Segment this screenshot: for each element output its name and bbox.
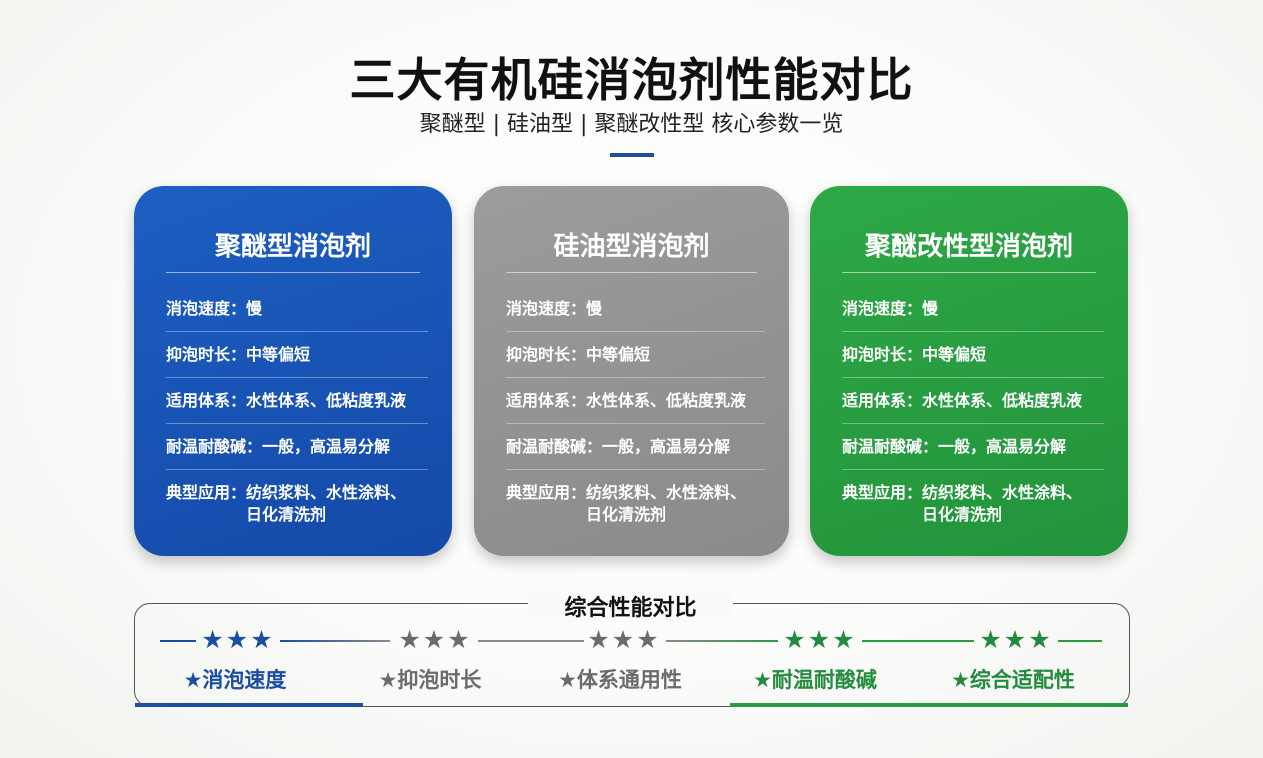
row-defoam-speed: 消泡速度：慢 [506, 286, 765, 332]
row-value: 水性体系、低粘度乳液 [922, 391, 1083, 410]
row-label: 耐温耐酸碱： [166, 437, 263, 456]
card-rows: 消泡速度：慢 抑泡时长：中等偏短 适用体系：水性体系、低粘度乳液 耐温耐酸碱：一… [842, 286, 1104, 537]
row-label: 典型应用： [166, 483, 247, 502]
row-value: 一般，高温易分解 [262, 437, 391, 456]
star-rating: ★★★ [398, 625, 472, 654]
row-suppress-duration: 抑泡时长：中等偏短 [166, 332, 428, 378]
row-value: 水性体系、低粘度乳液 [246, 391, 407, 410]
row-label: 典型应用： [506, 483, 587, 502]
summary-accent-blue [135, 703, 363, 707]
row-label: 耐温耐酸碱： [506, 437, 603, 456]
row-value: 水性体系、低粘度乳液 [586, 391, 747, 410]
row-suppress-duration: 抑泡时长：中等偏短 [506, 332, 765, 378]
card-title: 聚醚型消泡剂 [214, 232, 371, 262]
connector-line [666, 640, 778, 642]
row-value: 慢 [922, 299, 939, 318]
row-value: 中等偏短 [246, 345, 311, 364]
row-value: 慢 [246, 299, 263, 318]
title-underline [610, 153, 654, 157]
connector-line [478, 640, 584, 642]
metric-resistance: ★耐温耐酸碱 [753, 668, 877, 692]
metric-system-versatility: ★体系通用性 [558, 668, 682, 692]
row-value: 慢 [586, 299, 603, 318]
summary-accent-green [730, 703, 1128, 707]
row-value: 纺织浆料、水性涂料、日化清洗剂 [246, 483, 407, 524]
card-divider [166, 272, 420, 273]
row-label: 适用体系： [166, 391, 247, 410]
row-value: 纺织浆料、水性涂料、日化清洗剂 [922, 483, 1083, 524]
row-label: 消泡速度： [506, 299, 587, 318]
card-silicone-oil: 硅油型消泡剂 消泡速度：慢 抑泡时长：中等偏短 适用体系：水性体系、低粘度乳液 … [474, 186, 789, 556]
row-defoam-speed: 消泡速度：慢 [166, 286, 428, 332]
card-divider [842, 272, 1096, 273]
card-divider [506, 272, 757, 273]
row-label: 耐温耐酸碱： [842, 437, 939, 456]
page-title: 三大有机硅消泡剂性能对比 [349, 53, 914, 107]
summary-title: 综合性能对比 [528, 590, 733, 622]
row-label: 抑泡时长： [506, 345, 587, 364]
row-value: 中等偏短 [922, 345, 987, 364]
card-title: 聚醚改性型消泡剂 [864, 232, 1073, 262]
row-suppress-duration: 抑泡时长：中等偏短 [842, 332, 1104, 378]
row-value: 一般，高温易分解 [602, 437, 731, 456]
metric-overall-fit: ★综合适配性 [951, 668, 1075, 692]
row-system: 适用体系：水性体系、低粘度乳液 [166, 378, 428, 424]
star-rating: ★★★ [587, 625, 661, 654]
card-title: 硅油型消泡剂 [553, 232, 710, 262]
row-resistance: 耐温耐酸碱：一般，高温易分解 [506, 424, 765, 470]
metric-suppress-duration: ★抑泡时长 [378, 668, 482, 692]
row-value: 纺织浆料、水性涂料、日化清洗剂 [586, 483, 747, 524]
row-application: 典型应用：纺织浆料、水性涂料、日化清洗剂 [842, 470, 1104, 537]
row-label: 消泡速度： [166, 299, 247, 318]
row-defoam-speed: 消泡速度：慢 [842, 286, 1104, 332]
metric-defoam-speed: ★消泡速度 [183, 668, 287, 692]
row-label: 抑泡时长： [166, 345, 247, 364]
row-application: 典型应用：纺织浆料、水性涂料、日化清洗剂 [506, 470, 765, 537]
card-rows: 消泡速度：慢 抑泡时长：中等偏短 适用体系：水性体系、低粘度乳液 耐温耐酸碱：一… [506, 286, 765, 537]
connector-line [280, 640, 390, 642]
row-value: 一般，高温易分解 [938, 437, 1067, 456]
star-rating: ★★★ [783, 625, 857, 654]
connector-line [862, 640, 974, 642]
star-rating: ★★★ [201, 625, 275, 654]
row-application: 典型应用：纺织浆料、水性涂料、日化清洗剂 [166, 470, 428, 537]
row-resistance: 耐温耐酸碱：一般，高温易分解 [842, 424, 1104, 470]
row-resistance: 耐温耐酸碱：一般，高温易分解 [166, 424, 428, 470]
star-rating: ★★★ [979, 625, 1053, 654]
card-rows: 消泡速度：慢 抑泡时长：中等偏短 适用体系：水性体系、低粘度乳液 耐温耐酸碱：一… [166, 286, 428, 537]
row-label: 适用体系： [506, 391, 587, 410]
row-label: 适用体系： [842, 391, 923, 410]
page-subtitle: 聚醚型 | 硅油型 | 聚醚改性型 核心参数一览 [419, 112, 844, 137]
row-value: 中等偏短 [586, 345, 651, 364]
connector-line [1058, 640, 1102, 642]
row-label: 抑泡时长： [842, 345, 923, 364]
row-label: 消泡速度： [842, 299, 923, 318]
row-label: 典型应用： [842, 483, 923, 502]
row-system: 适用体系：水性体系、低粘度乳液 [842, 378, 1104, 424]
card-modified-polyether: 聚醚改性型消泡剂 消泡速度：慢 抑泡时长：中等偏短 适用体系：水性体系、低粘度乳… [810, 186, 1128, 556]
row-system: 适用体系：水性体系、低粘度乳液 [506, 378, 765, 424]
connector-line [160, 640, 196, 642]
card-polyether: 聚醚型消泡剂 消泡速度：慢 抑泡时长：中等偏短 适用体系：水性体系、低粘度乳液 … [134, 186, 452, 556]
